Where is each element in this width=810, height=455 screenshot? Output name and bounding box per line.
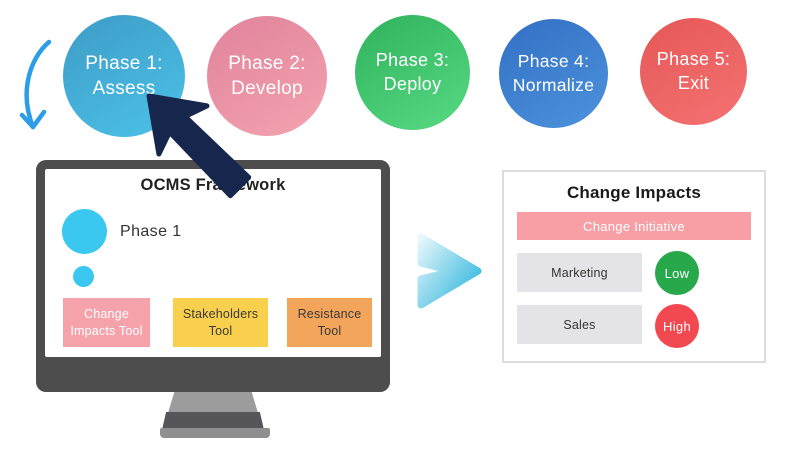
stakeholders-tool-box: Stakeholders Tool <box>173 298 268 347</box>
change-initiative-bar: Change Initiative <box>517 212 751 240</box>
phase-circle-2: Phase 2: Develop <box>207 16 327 136</box>
phase-circle-1: Phase 1: Assess <box>63 15 185 137</box>
phase-5-line1: Phase 5: <box>656 48 731 69</box>
phase-4-line1: Phase 4: <box>517 51 590 72</box>
screen-title: OCMS Framework <box>140 176 286 194</box>
monitor-stand-neck-dark <box>162 412 264 430</box>
phase-3-line2: Deploy <box>383 73 442 94</box>
resistance-tool-box: Resistance Tool <box>287 298 372 347</box>
phase-bubble-small <box>73 266 94 287</box>
loop-arrow-icon <box>19 39 52 130</box>
panel-title: Change Impacts <box>566 183 702 202</box>
phase-2-line2: Develop <box>231 78 303 99</box>
monitor-screen: OCMS Framework Phase 1 Change Impacts To… <box>45 169 381 357</box>
monitor-stand-neck <box>168 392 258 413</box>
screen-phase-label: Phase 1 <box>120 223 182 240</box>
cursor-icon <box>146 93 252 199</box>
phase-bubble-large <box>62 209 107 254</box>
impact-badge-high: High <box>655 304 699 348</box>
impact-row-sales: Sales <box>517 305 642 344</box>
phase-5-line2: Exit <box>677 72 710 93</box>
phase-circle-4: Phase 4: Normalize <box>499 19 608 128</box>
impact-badge-low: Low <box>655 251 699 295</box>
phase-1-line2: Assess <box>92 78 156 99</box>
phase-circle-5: Phase 5: Exit <box>640 18 747 125</box>
phase-1-line1: Phase 1: <box>85 52 163 74</box>
phase-2-line1: Phase 2: <box>228 52 306 74</box>
phase-4-line2: Normalize <box>512 74 595 95</box>
phase-circle-3: Phase 3: Deploy <box>355 15 470 130</box>
monitor-frame: OCMS Framework Phase 1 Change Impacts To… <box>36 160 390 392</box>
flow-arrow-icon <box>417 233 482 309</box>
phase-3-line1: Phase 3: <box>375 49 450 70</box>
change-impacts-tool-box: Change Impacts Tool <box>63 298 150 347</box>
impact-row-marketing: Marketing <box>517 253 642 292</box>
monitor-stand-base <box>160 428 270 438</box>
change-impacts-panel: Change Impacts Change Initiative Marketi… <box>502 170 766 363</box>
